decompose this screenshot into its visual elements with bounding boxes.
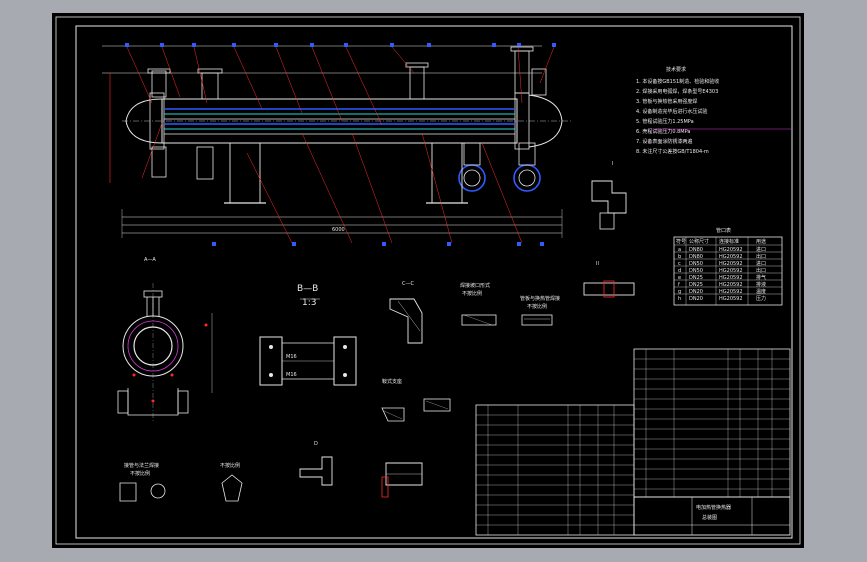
nozzle-row-d-dn: DN50 [689,268,703,274]
nozzle-row-g-std: HG20592 [719,289,743,295]
nozzle-row-c-dn: DN50 [689,261,703,267]
view-ii-label: II [596,261,599,267]
nozzle-row-b-dn: DN80 [689,254,703,260]
weld-note-1: 焊接坡口形式 [460,282,490,289]
nozzle-row-f-sym: f [678,282,680,288]
section-cc-title: C—C [402,281,414,287]
view-d-label: D [314,441,318,447]
nozzle-row-c-sym: c [678,261,681,267]
section-a-a-view: A—A [117,257,213,423]
section-aa-title: A—A [144,257,156,263]
nozzle-row-d-std: HG20592 [719,268,743,274]
view-i-label: I [612,161,613,167]
nozzle-row-a-use: 进口 [756,246,766,253]
nozzle-row-b-std: HG20592 [719,254,743,260]
support-note: 鞍式支座 [382,378,402,385]
tech-note-5: 5. 管程试验压力1.25MPa [636,118,694,125]
nozzle-row-a-sym: a [678,247,681,253]
bottom-note-3: 不按比例 [220,462,240,469]
tech-note-3: 3. 管板与换热管采用强度焊 [636,98,697,105]
nozzle-row-a-std: HG20592 [719,247,743,253]
parts-note: 不按比例 [527,303,547,310]
nozzle-header-3: 用途 [756,238,766,245]
bolt-label-2: M16 [286,372,297,378]
nozzle-header-1: 公称尺寸 [689,238,709,245]
nozzle-row-g-sym: g [678,289,681,295]
nozzle-row-g-dn: DN20 [689,289,703,295]
nozzle-row-f-std: HG20592 [719,282,743,288]
title-block-sub: 总装图 [702,514,717,521]
nozzle-row-f-use: 排液 [756,281,766,288]
weld-note-3: 管板与换热管焊接 [520,295,560,302]
tech-note-7: 7. 设备表面涂防锈漆两遍 [636,138,692,145]
nozzle-row-h-use: 压力 [756,295,766,302]
title-block-name: 电加热管换热器 [696,504,731,511]
nozzle-row-b-sym: b [678,254,681,260]
main-elevation-view: 6000 [102,43,572,246]
inner-border [75,25,793,539]
main-dimension: 6000 [332,227,345,233]
nozzle-header-0: 符号 [676,238,686,245]
weld-note-2: 不按比例 [462,290,482,297]
tech-note-1: 1. 本设备按GB151制造、检验和验收 [636,78,719,85]
parts-list [475,348,791,536]
bottom-note-2: 不按比例 [130,470,150,477]
drawing-sheet: 6000 A—A [52,13,804,548]
nozzle-row-a-dn: DN80 [689,247,703,253]
cad-drawing: 6000 A—A [55,16,801,545]
section-bb-title: B—B [297,284,318,294]
title-block: 电加热管换热器 总装图 [633,496,791,536]
nozzle-row-h-std: HG20592 [719,296,743,302]
tech-note-8: 8. 未注尺寸公差按GB/T1804-m [636,148,709,155]
tech-note-4: 4. 设备制造完毕后进行水压试验 [636,108,707,115]
nozzle-table: 管口表 符号 公称尺寸 连接标准 用途 a DN80 HG20592 进口 b … [673,227,783,306]
tech-requirements: 技术要求 1. 本设备按GB151制造、检验和验收 2. 焊接采用电弧焊，焊条型… [636,66,792,155]
tech-note-6: 6. 壳程试验压力0.8MPa [636,128,690,135]
nozzle-row-h-dn: DN20 [689,296,703,302]
nozzle-row-h-sym: h [678,296,681,302]
nozzle-row-e-use: 排气 [756,274,766,281]
weld-details: C—C 焊接坡口形式 不按比例 管板与换热管焊接 不按比例 鞍式支座 [381,281,560,422]
nozzle-row-f-dn: DN25 [689,282,703,288]
nozzle-row-d-sym: d [678,268,681,274]
nozzle-row-g-use: 温度 [756,288,766,295]
nozzle-row-c-std: HG20592 [719,261,743,267]
nozzle-row-e-std: HG20592 [719,275,743,281]
nozzle-row-c-use: 进口 [756,260,766,267]
bolt-label-1: M16 [286,354,297,360]
nozzle-row-e-dn: DN25 [689,275,703,281]
nozzle-row-d-use: 出口 [756,267,766,274]
nozzle-table-title: 管口表 [716,227,731,234]
bottom-note-1: 接管与法兰焊接 [124,462,159,469]
bottom-details: 接管与法兰焊接 不按比例 不按比例 D [119,441,423,502]
nozzle-header-2: 连接标准 [719,238,739,245]
outer-border [55,16,801,545]
tech-title: 技术要求 [666,66,686,73]
section-bb-scale: 1:3 [302,298,316,308]
detail-views-right: I II [583,161,635,298]
section-b-b-view: B—B 1:3 M16 M16 [259,284,357,386]
tech-note-2: 2. 焊接采用电弧焊，焊条型号E4303 [636,88,718,95]
nozzle-row-e-sym: e [678,275,681,281]
nozzle-row-b-use: 出口 [756,253,766,260]
